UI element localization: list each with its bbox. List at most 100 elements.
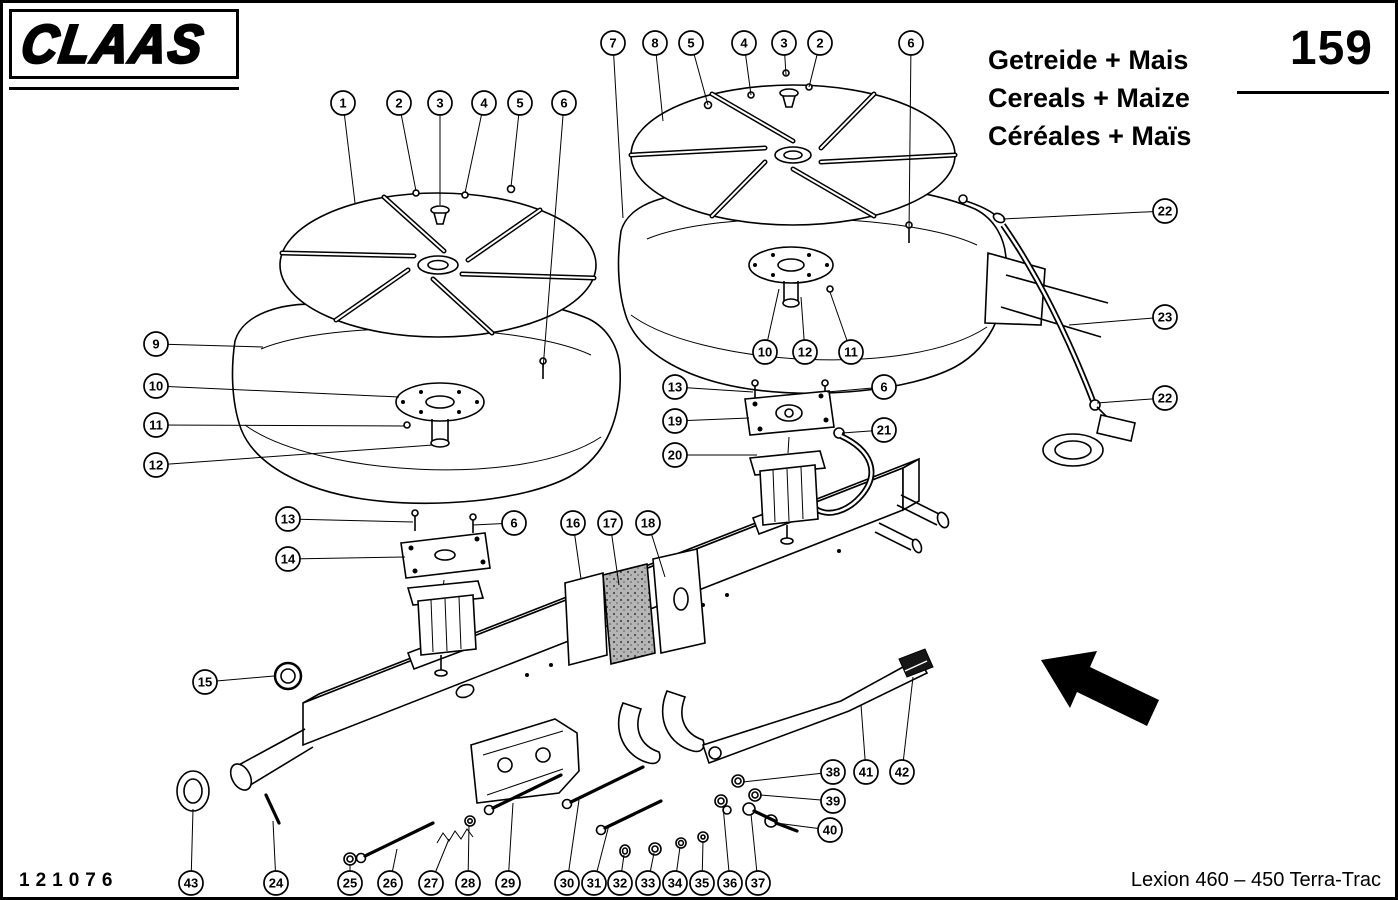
exploded-parts-diagram: 7854326123456222322910111210121113619212… xyxy=(143,30,1178,896)
svg-text:39: 39 xyxy=(826,794,840,809)
callout-11: 11 xyxy=(829,291,864,365)
callout-12: 12 xyxy=(792,296,818,365)
callout-9: 9 xyxy=(143,331,264,357)
callout-38: 38 xyxy=(742,759,846,785)
callout-11: 11 xyxy=(143,412,406,438)
callout-20: 20 xyxy=(662,442,757,468)
svg-text:12: 12 xyxy=(798,345,812,360)
svg-text:35: 35 xyxy=(695,876,709,891)
svg-text:22: 22 xyxy=(1158,204,1172,219)
callout-22: 22 xyxy=(1096,385,1178,411)
callout-4: 4 xyxy=(464,90,497,194)
svg-text:21: 21 xyxy=(877,423,891,438)
callout-17: 17 xyxy=(597,510,623,586)
svg-text:2: 2 xyxy=(816,36,823,51)
svg-text:24: 24 xyxy=(269,876,284,891)
svg-text:13: 13 xyxy=(668,380,682,395)
lift-linkage xyxy=(958,194,1136,467)
svg-text:11: 11 xyxy=(149,418,163,433)
callout-13: 13 xyxy=(275,506,414,532)
callout-3: 3 xyxy=(427,90,453,205)
callout-41: 41 xyxy=(853,704,879,785)
svg-text:41: 41 xyxy=(859,765,873,780)
callout-6: 6 xyxy=(472,510,527,536)
callout-34: 34 xyxy=(662,846,688,896)
svg-text:16: 16 xyxy=(566,516,580,531)
fork-lever-arm xyxy=(617,648,934,833)
svg-text:43: 43 xyxy=(184,876,198,891)
svg-text:36: 36 xyxy=(723,876,737,891)
callout-22: 22 xyxy=(1002,198,1178,224)
callout-35: 35 xyxy=(689,840,715,896)
svg-text:11: 11 xyxy=(844,345,858,360)
svg-text:15: 15 xyxy=(198,675,212,690)
header-rule-left xyxy=(9,87,239,90)
callout-18: 18 xyxy=(635,510,666,578)
page-number: 159 xyxy=(1289,22,1373,75)
callout-32: 32 xyxy=(607,854,633,896)
callout-43: 43 xyxy=(178,808,204,896)
svg-text:19: 19 xyxy=(668,414,682,429)
callout-3: 3 xyxy=(771,30,797,76)
callout-24: 24 xyxy=(263,820,289,896)
claas-logo: CLAAS xyxy=(16,12,209,75)
callout-5: 5 xyxy=(678,30,709,106)
svg-text:20: 20 xyxy=(668,448,682,463)
callout-31: 31 xyxy=(581,824,610,896)
bottom-hardware xyxy=(176,661,777,866)
svg-text:33: 33 xyxy=(641,876,655,891)
svg-text:27: 27 xyxy=(424,876,438,891)
callout-40: 40 xyxy=(775,817,843,843)
svg-text:30: 30 xyxy=(560,876,574,891)
callout-42: 42 xyxy=(889,676,915,785)
brand-logo-box: CLAAS xyxy=(9,9,239,79)
callout-33: 33 xyxy=(635,852,661,896)
callout-27: 27 xyxy=(418,838,450,896)
callout-26: 26 xyxy=(377,848,403,896)
svg-text:6: 6 xyxy=(907,36,914,51)
callout-28: 28 xyxy=(455,824,481,896)
callout-37: 37 xyxy=(745,813,771,896)
callout-25: 25 xyxy=(337,864,363,896)
svg-text:22: 22 xyxy=(1158,391,1172,406)
svg-text:6: 6 xyxy=(510,516,517,531)
svg-text:28: 28 xyxy=(461,876,475,891)
svg-text:38: 38 xyxy=(826,765,840,780)
title-en: Cereals + Maize xyxy=(988,83,1190,113)
svg-text:3: 3 xyxy=(436,96,443,111)
svg-text:4: 4 xyxy=(480,96,488,111)
callout-29: 29 xyxy=(495,802,521,896)
callout-15: 15 xyxy=(192,669,275,695)
svg-text:37: 37 xyxy=(751,876,765,891)
callout-6: 6 xyxy=(542,90,577,370)
shim-plates xyxy=(564,548,706,667)
svg-text:5: 5 xyxy=(687,36,694,51)
callout-2: 2 xyxy=(807,30,833,88)
callout-12: 12 xyxy=(143,444,434,478)
callout-16: 16 xyxy=(560,510,586,580)
svg-text:23: 23 xyxy=(1158,310,1172,325)
svg-text:3: 3 xyxy=(780,36,787,51)
svg-text:29: 29 xyxy=(501,876,515,891)
svg-text:25: 25 xyxy=(343,876,357,891)
left-gearbox-stack xyxy=(400,509,491,677)
svg-text:6: 6 xyxy=(880,380,887,395)
callout-21: 21 xyxy=(841,417,897,443)
callout-5: 5 xyxy=(507,90,533,188)
right-mower-unit xyxy=(617,69,1109,394)
svg-text:2: 2 xyxy=(395,96,402,111)
svg-text:4: 4 xyxy=(740,36,748,51)
svg-text:40: 40 xyxy=(823,823,837,838)
callout-19: 19 xyxy=(662,408,750,434)
callout-2: 2 xyxy=(386,90,417,192)
callout-6: 6 xyxy=(826,374,897,400)
direction-arrow-icon xyxy=(1041,651,1159,726)
svg-text:5: 5 xyxy=(516,96,523,111)
callout-4: 4 xyxy=(731,30,757,96)
svg-text:8: 8 xyxy=(651,36,658,51)
right-gearbox-stack xyxy=(744,379,875,545)
model-caption: Lexion 460 – 450 Terra-Trac xyxy=(1130,869,1381,891)
svg-text:14: 14 xyxy=(281,552,296,567)
svg-text:12: 12 xyxy=(149,458,163,473)
